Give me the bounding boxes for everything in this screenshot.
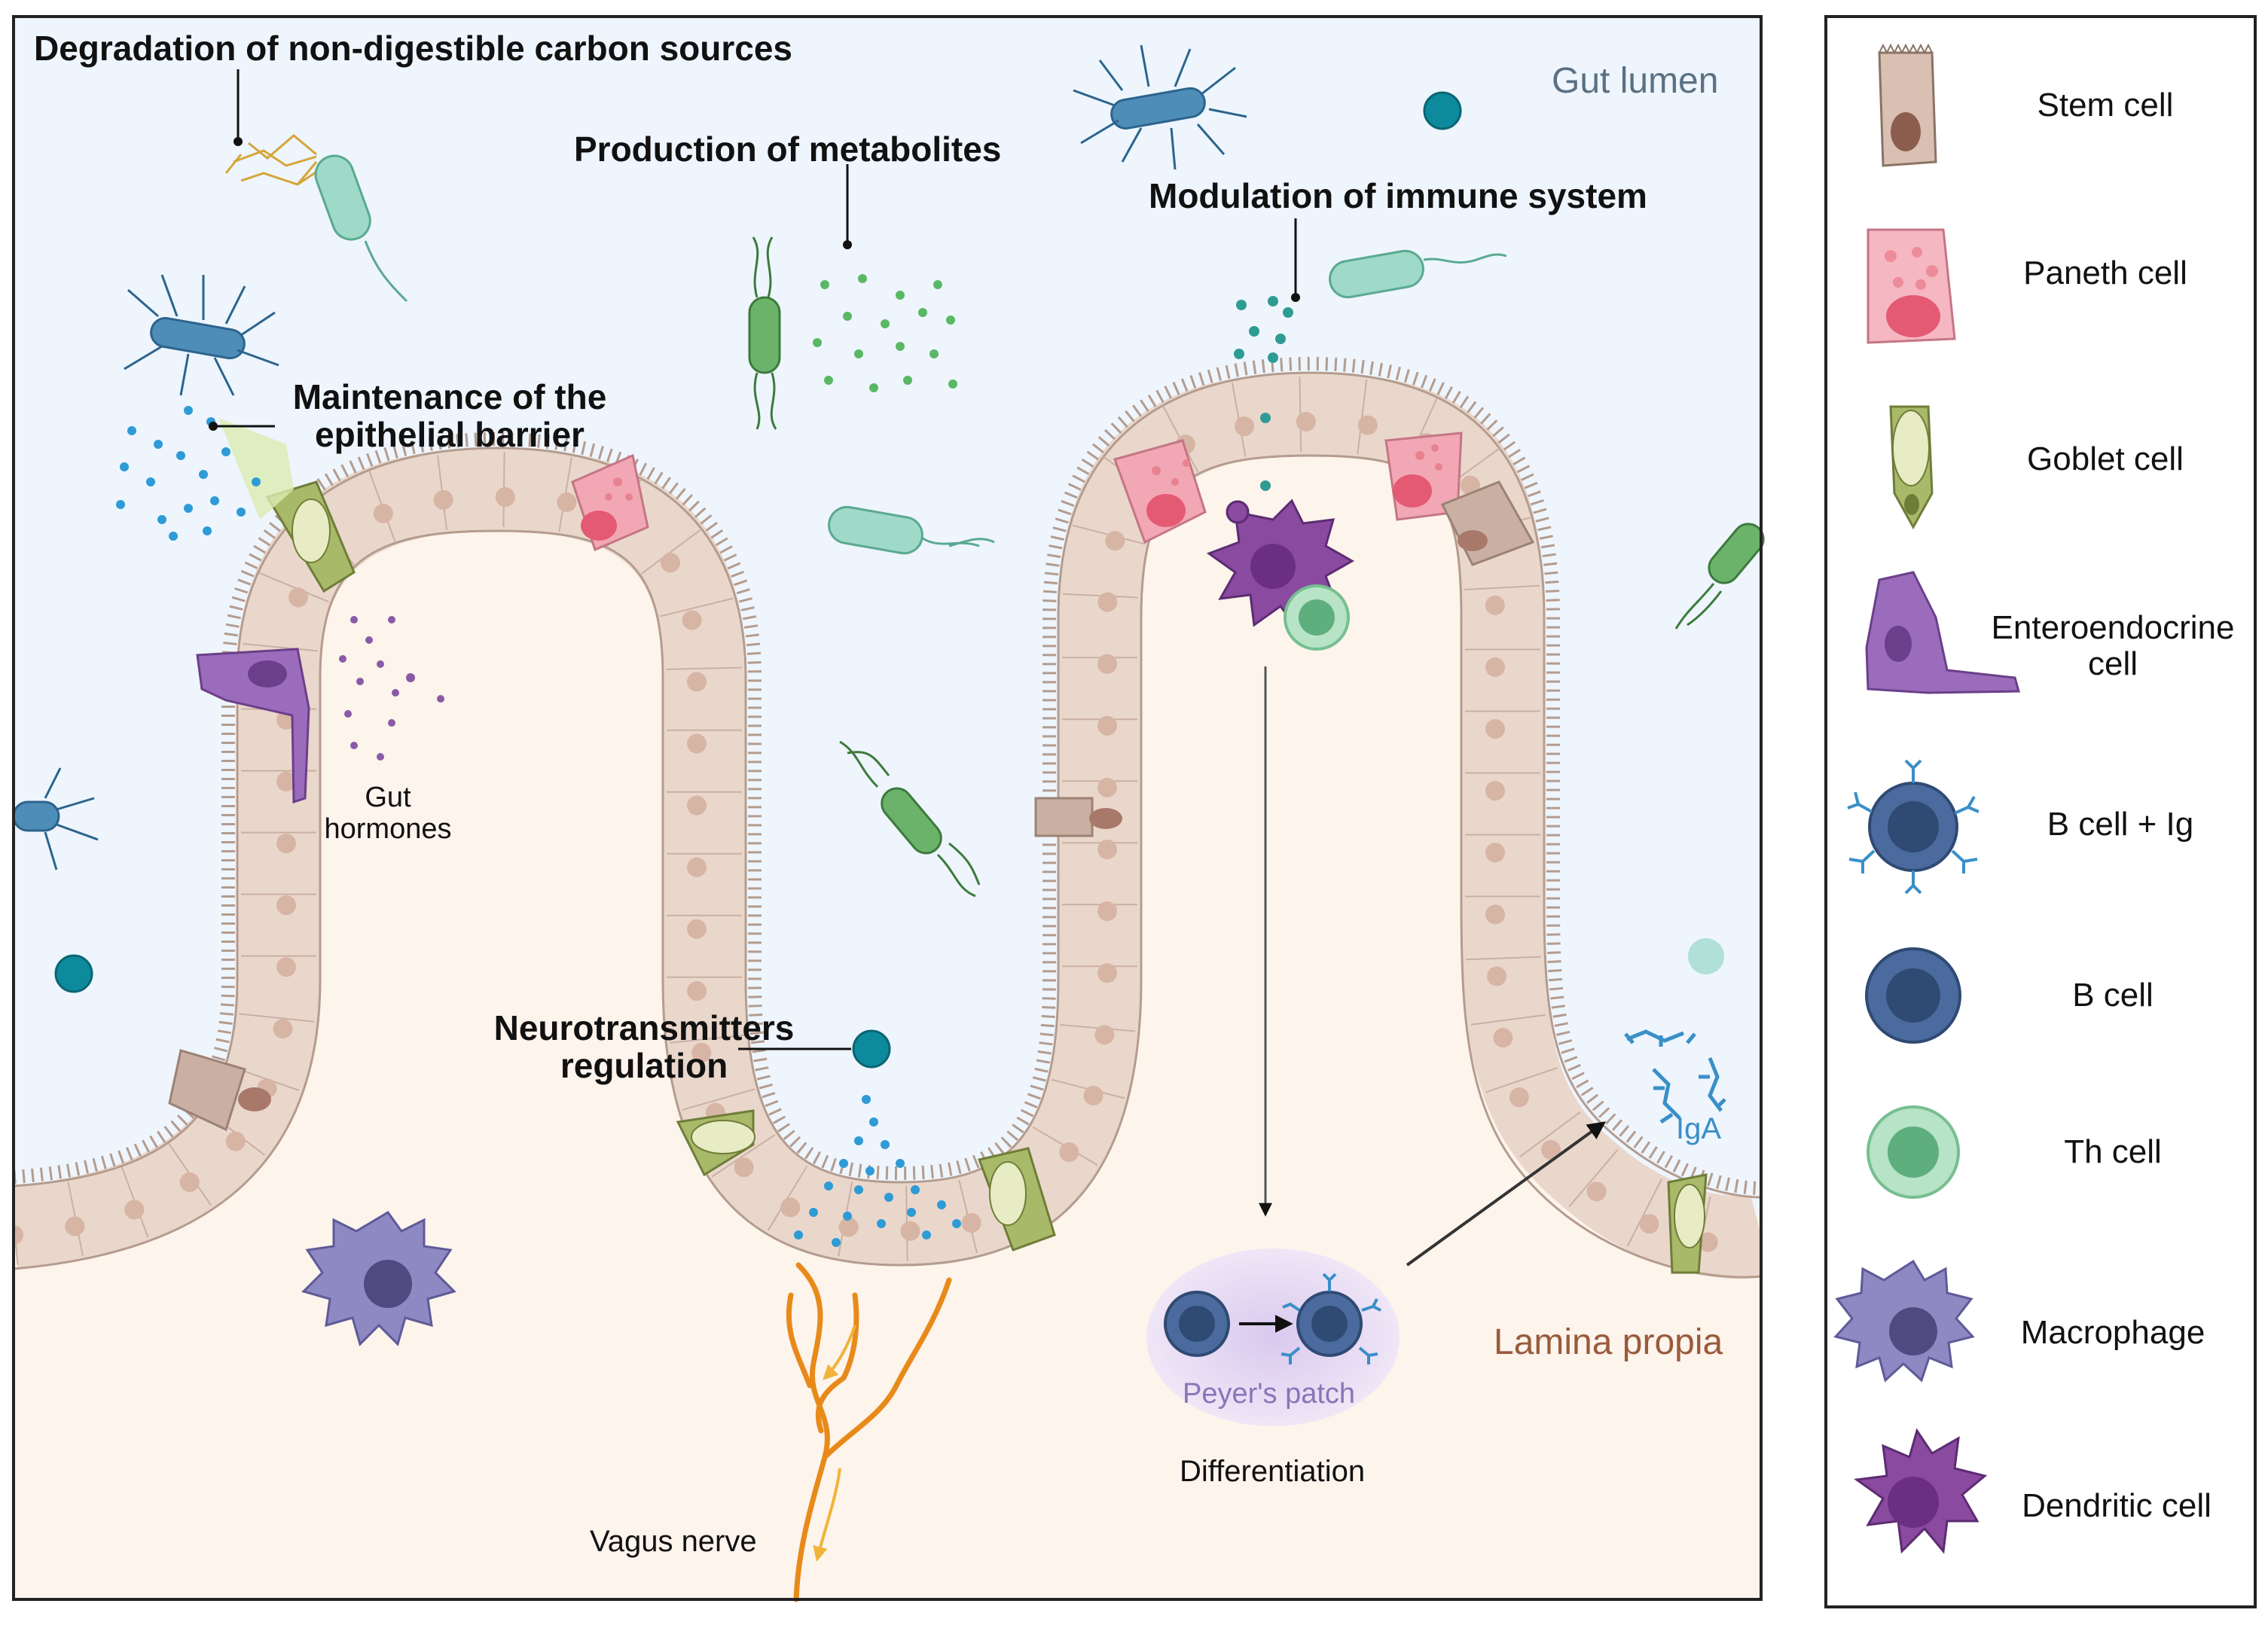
label-barrier-line1: Maintenance of the [292, 377, 607, 416]
immune-signal-particles [1234, 296, 1293, 491]
epithelial-outline-inner [14, 454, 1761, 1279]
enteroendocrine-cell-villus [196, 648, 310, 804]
goblet-cell-middle-right [977, 1147, 1056, 1252]
label-metabolites: Production of metabolites [574, 130, 1002, 169]
legend-label-macrophage: Macrophage [2020, 1314, 2205, 1351]
mucus-secretion [218, 418, 294, 520]
label-barrier-line2: epithelial barrier [315, 415, 585, 454]
label-differentiation: Differentiation [1180, 1455, 1366, 1488]
stem-cell-crypt-right [1440, 480, 1535, 566]
legend-label-b-cell-ig: B cell + Ig [2047, 806, 2194, 843]
vagus-nerve [786, 1262, 952, 1602]
metabolite-sphere-left [54, 954, 93, 993]
legend-label-goblet-cell: Goblet cell [2027, 441, 2184, 477]
legend-icon-goblet-cell [1889, 405, 1934, 530]
bacterium-blue-flagellated-1 [124, 274, 279, 396]
legend-icon-dendritic-cell [1854, 1428, 1988, 1554]
bacterium-fibrous-carbon [224, 134, 321, 186]
degradation-leader-dot [234, 137, 243, 146]
th-cell-lumen [1284, 584, 1350, 651]
goblet-cell-right [1667, 1173, 1708, 1274]
paneth-cell-left [571, 453, 649, 552]
label-lamina-propria: Lamina propia [1494, 1322, 1723, 1362]
metabolites-leader-dot [843, 240, 852, 249]
legend-icon-paneth-cell [1867, 228, 1956, 344]
metabolite-sphere-right [1688, 938, 1724, 974]
legend-label-b-cell: B cell [2072, 977, 2154, 1014]
legend-label-stem-cell: Stem cell [2037, 87, 2174, 123]
label-neuro-line1: Neurotransmitters [493, 1008, 795, 1047]
immune-leader-dot [1291, 293, 1300, 302]
gut-hormone-particles [339, 616, 444, 761]
peyers-b-cell-ig [1281, 1273, 1381, 1364]
goblet-cell-barrier [265, 480, 356, 593]
neurotransmitter-particles [794, 1095, 961, 1247]
neurotransmitter-sphere [852, 1029, 891, 1069]
main-panel-border [12, 15, 1763, 1601]
legend-icon-b-cell [1865, 947, 1961, 1044]
metabolite-sphere-top [1423, 91, 1462, 130]
stem-cell-left [168, 1049, 271, 1132]
bacterium-teal-2 [828, 505, 995, 555]
bacterium-blue-flagellated-2 [1073, 44, 1247, 170]
bacterium-teal-1 [314, 154, 408, 303]
goblet-cell-middle-left [676, 1109, 755, 1177]
legend-icon-b-cell-ig [1847, 759, 1980, 895]
bacterium-green-2 [839, 740, 981, 898]
legend-icon-stem-cell [1878, 43, 1937, 167]
metabolite-particles [813, 274, 957, 392]
nerve-signal-arrows [813, 1325, 856, 1562]
bacterium-green-3 [1674, 523, 1765, 630]
bacterium-teal-3 [1329, 249, 1507, 299]
peyers-to-iga-arrow [1406, 1121, 1606, 1267]
legend-icon-macrophage [1833, 1259, 1975, 1383]
macrophage-lamina [301, 1211, 456, 1346]
label-barrier: Maintenance of the epithelial barrier [280, 378, 619, 453]
label-immune: Modulation of immune system [1149, 176, 1647, 215]
gut-lumen-region [14, 17, 1761, 1227]
bacterium-green-1 [748, 236, 781, 430]
stem-cell-villus-middle [1034, 797, 1122, 837]
legend-icon-th-cell [1867, 1105, 1960, 1199]
barrier-leader-dot [209, 422, 218, 431]
legend-icon-enteroendocrine-cell [1865, 571, 2020, 694]
legend-label-dendritic-cell: Dendritic cell [2022, 1487, 2212, 1524]
label-peyers-patch: Peyer's patch [1183, 1378, 1356, 1410]
label-iga: IgA [1676, 1112, 1722, 1145]
epithelial-outline-outer [14, 371, 1761, 1199]
label-neurotransmitters: Neurotransmitters regulation [475, 1009, 813, 1084]
label-gut-hormones: Gut hormones [313, 782, 463, 845]
legend-label-enteroendocrine-cell: Enteroendocrine cell [1977, 610, 2248, 682]
iga-antibodies [1624, 1029, 1726, 1124]
label-neuro-line2: regulation [560, 1046, 728, 1085]
label-vagus-nerve: Vagus nerve [590, 1525, 757, 1558]
legend-label-paneth-cell: Paneth cell [2023, 255, 2187, 291]
legend-label-enteroendocrine-line1: Enteroendocrine [1991, 609, 2235, 646]
legend-label-th-cell: Th cell [2064, 1133, 2162, 1170]
microvilli-brush-border [14, 356, 1761, 1195]
label-hormones-line1: Gut [365, 782, 411, 813]
label-hormones-line2: hormones [324, 813, 452, 845]
label-gut-lumen: Gut lumen [1552, 61, 1719, 101]
peyers-b-cell [1164, 1291, 1230, 1357]
label-degradation: Degradation of non-digestible carbon sou… [34, 29, 793, 68]
paneth-cell-right-1 [1113, 439, 1207, 544]
legend-label-enteroendocrine-line2: cell [2087, 645, 2138, 682]
cell-nuclei [14, 411, 1761, 1255]
